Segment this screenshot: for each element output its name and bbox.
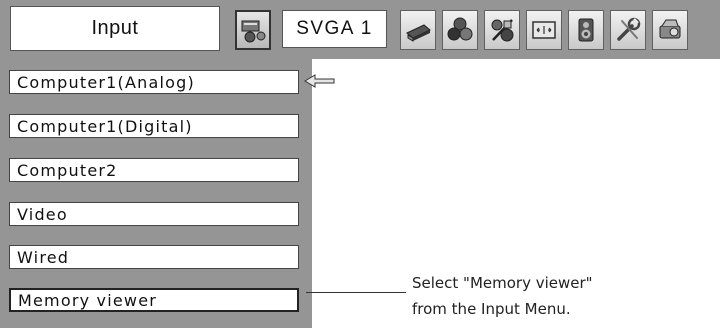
menu-bar: Input SVGA 1 (0, 0, 720, 59)
input-menu-panel (0, 59, 312, 328)
image-adjust-icon[interactable] (484, 10, 520, 50)
information-icon[interactable] (652, 10, 688, 50)
callout-line (306, 292, 406, 293)
callout-line-2: from the Input Menu. (412, 300, 571, 318)
screen-icon[interactable] (526, 10, 562, 50)
menu-item-computer2[interactable]: Computer2 (9, 158, 299, 182)
sound-icon[interactable] (568, 10, 604, 50)
menu-item-wired[interactable]: Wired (9, 245, 299, 269)
menu-item-computer1-digital[interactable]: Computer1(Digital) (9, 114, 299, 138)
menu-item-memory-viewer[interactable]: Memory viewer (9, 288, 299, 312)
menu-item-video[interactable]: Video (9, 202, 299, 226)
input-icon[interactable] (235, 10, 271, 50)
signal-mode-display: SVGA 1 (282, 10, 387, 48)
menu-title: Input (10, 6, 220, 51)
setting-icon[interactable] (610, 10, 646, 50)
callout-line-1: Select "Memory viewer" (412, 274, 593, 292)
active-input-pointer-icon (304, 74, 335, 88)
menu-item-computer1-analog[interactable]: Computer1(Analog) (9, 70, 299, 94)
pc-adjust-icon[interactable] (400, 10, 436, 50)
callout-text: Select "Memory viewer" from the Input Me… (412, 270, 593, 322)
color-adjust-icon[interactable] (442, 10, 478, 50)
